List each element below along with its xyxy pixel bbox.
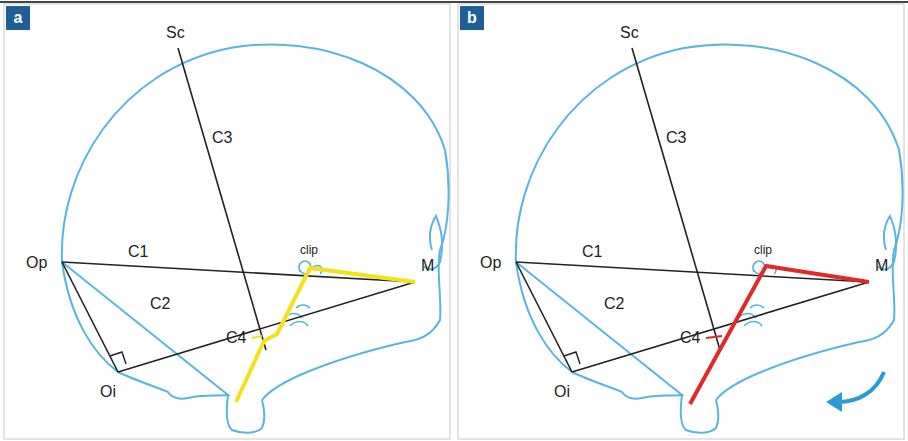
panel-frame (4, 4, 450, 439)
line-label: C1 (582, 244, 602, 260)
yellow-path (236, 268, 415, 402)
line-label: C2 (150, 296, 170, 312)
red-path (690, 266, 869, 404)
panel-letter: a (14, 9, 23, 27)
line-label: C3 (666, 130, 686, 146)
point-label: Sc (166, 25, 185, 41)
point-label: Oi (100, 384, 116, 400)
panel-letter: b (467, 9, 477, 27)
line-label: C4 (680, 330, 700, 346)
line-label: C2 (604, 296, 624, 312)
rotation-arrow (838, 372, 884, 402)
panel-tab: b (460, 6, 484, 30)
point-label: M (421, 258, 434, 274)
panel-tab: a (6, 6, 30, 30)
clip-label: clip (754, 244, 772, 256)
point-label: Op (480, 255, 501, 271)
point-label: Sc (620, 25, 639, 41)
line-label: C3 (212, 130, 232, 146)
clip-label: clip (300, 244, 318, 256)
point-label: Op (26, 255, 47, 271)
panel-frame (458, 4, 904, 439)
line-label: C1 (128, 244, 148, 260)
point-label: Oi (554, 384, 570, 400)
line-label: C4 (226, 330, 246, 346)
point-label: M (875, 258, 888, 274)
